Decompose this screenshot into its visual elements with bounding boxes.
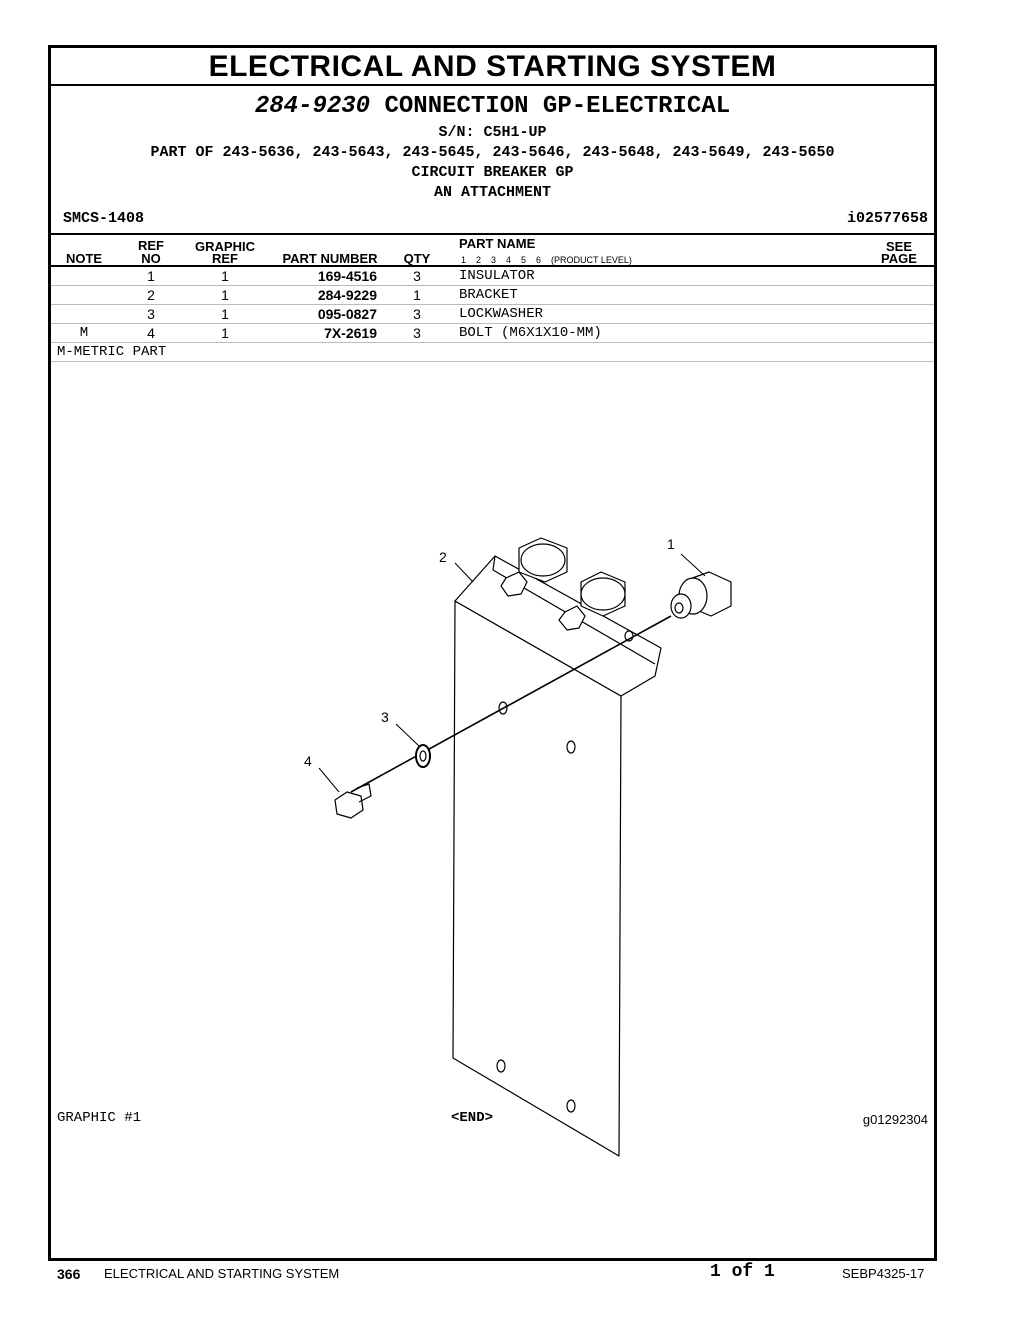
- end-marker: <END>: [451, 1110, 494, 1126]
- row-ref: 1: [147, 268, 155, 284]
- row-part-name: BRACKET: [459, 287, 518, 303]
- row-qty: 3: [413, 325, 421, 341]
- parts-diagram: 1 2 3 4: [304, 536, 732, 1157]
- metric-footnote: M-METRIC PART: [51, 343, 934, 362]
- header-graphic-bottom: REF: [212, 251, 238, 266]
- row-qty: 1: [413, 287, 421, 303]
- header-see-top: SEE: [885, 239, 912, 254]
- section-title: ELECTRICAL AND STARTING SYSTEM: [51, 48, 934, 86]
- callout-2: 2: [439, 549, 447, 565]
- serial-number: S/N: C5H1-UP: [438, 124, 547, 141]
- graphic-label: GRAPHIC #1: [57, 1110, 142, 1126]
- graphic-id: g01292304: [862, 1112, 928, 1127]
- table-row: 1 1 169-4516 3 INSULATOR: [51, 267, 934, 286]
- header-ref-top: REF: [138, 238, 164, 253]
- assembly-line: [350, 615, 672, 793]
- bracket-hole: [566, 740, 576, 754]
- insulator-loose: [670, 571, 732, 619]
- header-product-levels: 1 2 3 4 5 6 (PRODUCT LEVEL): [461, 255, 632, 265]
- header-graphic-top: GRAPHIC: [195, 239, 255, 254]
- page-count: 1 of 1: [710, 1262, 775, 1282]
- table-row: 3 1 095-0827 3 LOCKWASHER: [51, 305, 934, 324]
- callout-3-leader: [395, 723, 420, 747]
- table-header: NOTE REF NO GRAPHIC REF PART NUMBER QTY …: [51, 235, 934, 267]
- callout-3: 3: [381, 709, 389, 725]
- part-title-line: 284-9230 CONNECTION GP-ELECTRICAL: [51, 93, 934, 120]
- row-ref: 3: [147, 306, 155, 322]
- table-row: 2 1 284-9229 1 BRACKET: [51, 286, 934, 305]
- callout-leaders: [318, 553, 706, 793]
- bracket-plate: [452, 600, 622, 1157]
- row-graphic-ref: 1: [221, 325, 229, 341]
- row-graphic-ref: 1: [221, 287, 229, 303]
- smcs-code: SMCS-1408: [63, 210, 145, 227]
- row-part-name: INSULATOR: [459, 268, 535, 284]
- table-row: M 4 1 7X-2619 3 BOLT (M6X1X10-MM): [51, 324, 934, 343]
- insulator-on-flange: [558, 571, 626, 631]
- row-part-name: BOLT (M6X1X10-MM): [459, 325, 602, 341]
- page-number: 366: [57, 1266, 81, 1282]
- lockwasher: [415, 744, 431, 768]
- row-part-number: 169-4516: [317, 268, 377, 284]
- bolt: [334, 783, 372, 819]
- insulator-on-flange: [500, 537, 568, 597]
- document-number: SEBP4325-17: [842, 1266, 925, 1281]
- row-ref: 4: [147, 325, 155, 341]
- row-part-number: 284-9229: [317, 287, 377, 303]
- parts-table: NOTE REF NO GRAPHIC REF PART NUMBER QTY …: [51, 233, 934, 362]
- callout-1-leader: [680, 553, 706, 577]
- bracket-hole: [496, 1059, 506, 1073]
- row-graphic-ref: 1: [221, 306, 229, 322]
- callout-1: 1: [667, 536, 675, 552]
- callout-4: 4: [304, 753, 312, 769]
- row-part-number: 7X-2619: [324, 325, 377, 341]
- row-qty: 3: [413, 268, 421, 284]
- bracket-drawing: [334, 537, 732, 1157]
- header-note: NOTE: [65, 251, 103, 266]
- group-part-number: 284-9230: [254, 93, 371, 120]
- row-part-number: 095-0827: [317, 306, 377, 322]
- footer-title: ELECTRICAL AND STARTING SYSTEM: [104, 1266, 340, 1281]
- bracket-hole: [498, 701, 508, 715]
- group-part-title: CONNECTION GP-ELECTRICAL: [384, 93, 731, 120]
- page-frame: ELECTRICAL AND STARTING SYSTEM 284-9230 …: [48, 45, 937, 1261]
- row-note: M: [79, 325, 89, 341]
- part-of-list: PART OF 243-5636, 243-5643, 243-5645, 24…: [150, 144, 835, 161]
- header-see-bottom: PAGE: [881, 251, 917, 266]
- callout-4-leader: [318, 767, 340, 793]
- group-name: CIRCUIT BREAKER GP: [411, 164, 574, 181]
- attachment-label: AN ATTACHMENT: [433, 184, 552, 201]
- header-part-name: PART NAME: [459, 236, 536, 251]
- header-qty: QTY: [403, 251, 431, 266]
- row-qty: 3: [413, 306, 421, 322]
- document-id: i02577658: [846, 210, 928, 227]
- header-part-number: PART NUMBER: [282, 251, 378, 266]
- header-ref-bottom: NO: [141, 251, 161, 266]
- row-graphic-ref: 1: [221, 268, 229, 284]
- callout-2-leader: [454, 562, 474, 583]
- row-ref: 2: [147, 287, 155, 303]
- row-part-name: LOCKWASHER: [459, 306, 544, 322]
- bracket-hole: [566, 1099, 576, 1113]
